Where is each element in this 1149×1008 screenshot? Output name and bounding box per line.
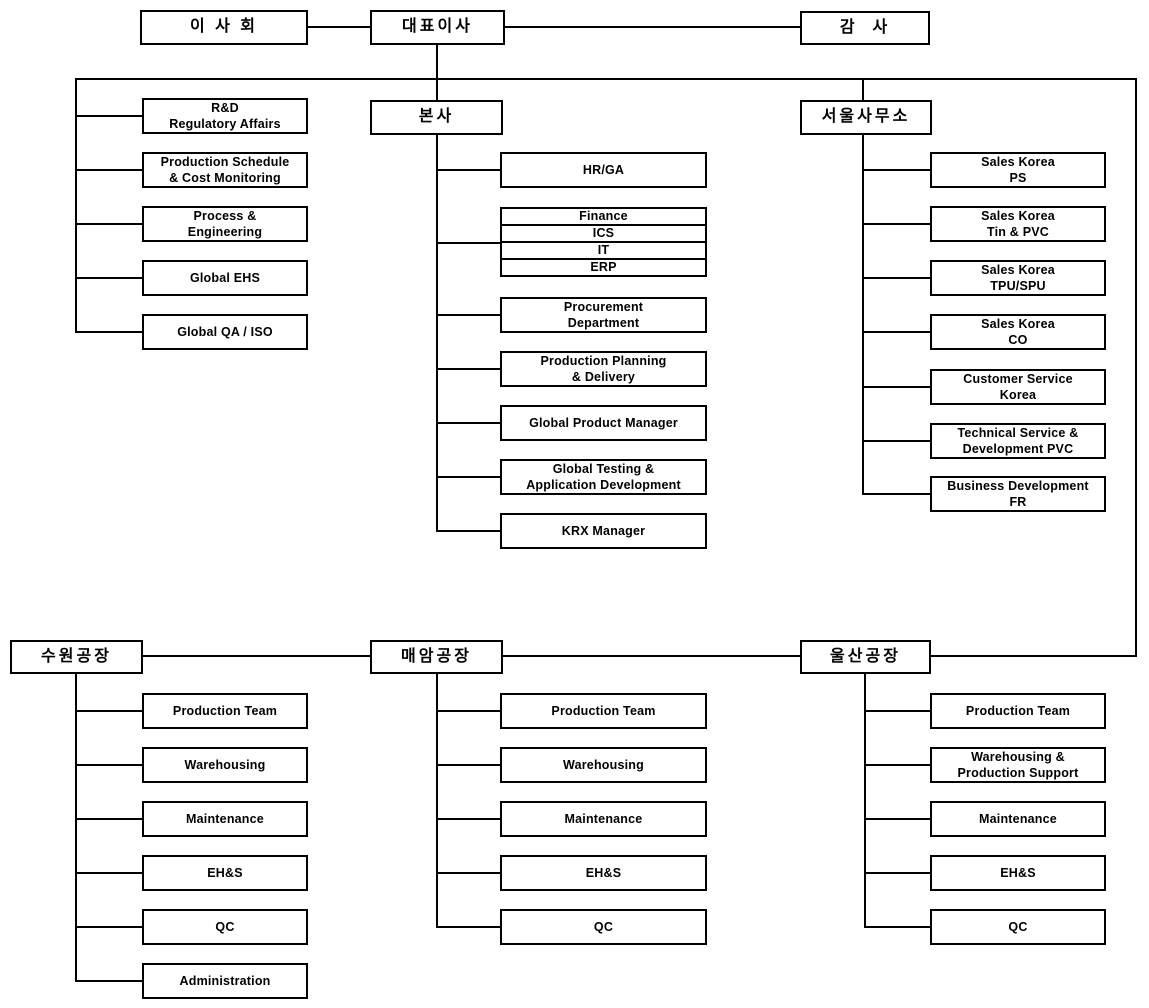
connector-stub	[436, 169, 502, 171]
connector-staff-spine	[75, 78, 77, 333]
node-customer-service-korea: Customer Service Korea	[930, 369, 1106, 405]
connector-stub	[436, 242, 502, 244]
node-suwon-plant: 수원공장	[10, 640, 143, 674]
node-maeam-ehs: EH&S	[500, 855, 707, 891]
connector-stub	[75, 277, 142, 279]
node-auditor: 감 사	[800, 11, 930, 45]
node-maeam-maintenance: Maintenance	[500, 801, 707, 837]
connector-seoul-spine	[862, 134, 864, 495]
node-seoul-office: 서울사무소	[800, 100, 932, 135]
connector-ulsan-spine	[864, 673, 866, 928]
node-global-qa-iso: Global QA / ISO	[142, 314, 308, 350]
connector-stub	[75, 980, 142, 982]
node-suwon-qc: QC	[142, 909, 308, 945]
connector-stub	[436, 530, 502, 532]
node-ulsan-ehs: EH&S	[930, 855, 1106, 891]
connector-stub	[436, 314, 502, 316]
node-ulsan-plant: 울산공장	[800, 640, 931, 674]
node-production-schedule-cost: Production Schedule & Cost Monitoring	[142, 152, 308, 188]
connector-stub	[75, 764, 142, 766]
node-maeam-production-team: Production Team	[500, 693, 707, 729]
node-sales-korea-tpu-spu: Sales Korea TPU/SPU	[930, 260, 1106, 296]
connector-stub	[862, 169, 930, 171]
connector-stub	[75, 818, 142, 820]
node-ulsan-production-team: Production Team	[930, 693, 1106, 729]
node-finance: Finance	[500, 207, 707, 226]
connector-suwon-spine	[75, 673, 77, 982]
node-ulsan-maintenance: Maintenance	[930, 801, 1106, 837]
connector-seoul-drop	[862, 78, 864, 102]
connector-stub	[436, 710, 502, 712]
connector-ceo-auditor	[503, 26, 802, 28]
connector-stub	[75, 331, 142, 333]
node-hq: 본사	[370, 100, 503, 135]
node-maeam-warehousing: Warehousing	[500, 747, 707, 783]
node-sales-korea-co: Sales Korea CO	[930, 314, 1106, 350]
connector-stub	[75, 710, 142, 712]
connector-stub	[436, 422, 502, 424]
node-production-planning-delivery: Production Planning & Delivery	[500, 351, 707, 387]
connector-maeam-spine	[436, 673, 438, 928]
connector-stub	[75, 872, 142, 874]
node-maeam-qc: QC	[500, 909, 707, 945]
connector-stub	[75, 115, 142, 117]
connector-stub	[864, 818, 930, 820]
connector-hq-spine	[436, 134, 438, 532]
node-technical-service-dev-pvc: Technical Service & Development PVC	[930, 423, 1106, 459]
node-hr-ga: HR/GA	[500, 152, 707, 188]
connector-stub	[436, 818, 502, 820]
connector-stub	[864, 926, 930, 928]
node-suwon-production-team: Production Team	[142, 693, 308, 729]
node-board: 이 사 회	[140, 10, 308, 45]
connector-stub	[862, 277, 930, 279]
connector-stub	[862, 440, 930, 442]
connector-ceo-down	[436, 44, 438, 102]
node-global-product-manager: Global Product Manager	[500, 405, 707, 441]
connector-stub	[75, 223, 142, 225]
node-global-testing-app-dev: Global Testing & Application Development	[500, 459, 707, 495]
node-process-engineering: Process & Engineering	[142, 206, 308, 242]
node-global-ehs: Global EHS	[142, 260, 308, 296]
node-sales-korea-ps: Sales Korea PS	[930, 152, 1106, 188]
node-ulsan-qc: QC	[930, 909, 1106, 945]
node-rd-regulatory-affairs: R&D Regulatory Affairs	[142, 98, 308, 134]
connector-stub	[862, 386, 930, 388]
node-suwon-warehousing: Warehousing	[142, 747, 308, 783]
connector-suwon-maeam	[141, 655, 372, 657]
connector-stub	[436, 872, 502, 874]
node-procurement: Procurement Department	[500, 297, 707, 333]
node-sales-korea-tin-pvc: Sales Korea Tin & PVC	[930, 206, 1106, 242]
connector-stub	[75, 169, 142, 171]
node-suwon-ehs: EH&S	[142, 855, 308, 891]
connector-stub	[436, 764, 502, 766]
node-erp: ERP	[500, 258, 707, 277]
connector-maeam-ulsan	[501, 655, 802, 657]
connector-main-horizontal	[75, 78, 1137, 80]
connector-stub	[864, 710, 930, 712]
connector-stub	[436, 476, 502, 478]
connector-stub	[436, 368, 502, 370]
node-krx-manager: KRX Manager	[500, 513, 707, 549]
connector-stub	[862, 223, 930, 225]
connector-stub	[75, 926, 142, 928]
node-suwon-administration: Administration	[142, 963, 308, 999]
node-business-development-fr: Business Development FR	[930, 476, 1106, 512]
node-suwon-maintenance: Maintenance	[142, 801, 308, 837]
connector-board-ceo	[306, 26, 372, 28]
connector-stub	[864, 764, 930, 766]
node-maeam-plant: 매암공장	[370, 640, 503, 674]
connector-stub	[862, 493, 930, 495]
node-ulsan-warehousing-support: Warehousing & Production Support	[930, 747, 1106, 783]
connector-stub	[862, 331, 930, 333]
connector-right-drop	[1135, 78, 1137, 657]
connector-stub	[864, 872, 930, 874]
connector-stub	[436, 926, 502, 928]
node-ceo: 대표이사	[370, 10, 505, 45]
connector-ulsan-right	[929, 655, 1137, 657]
